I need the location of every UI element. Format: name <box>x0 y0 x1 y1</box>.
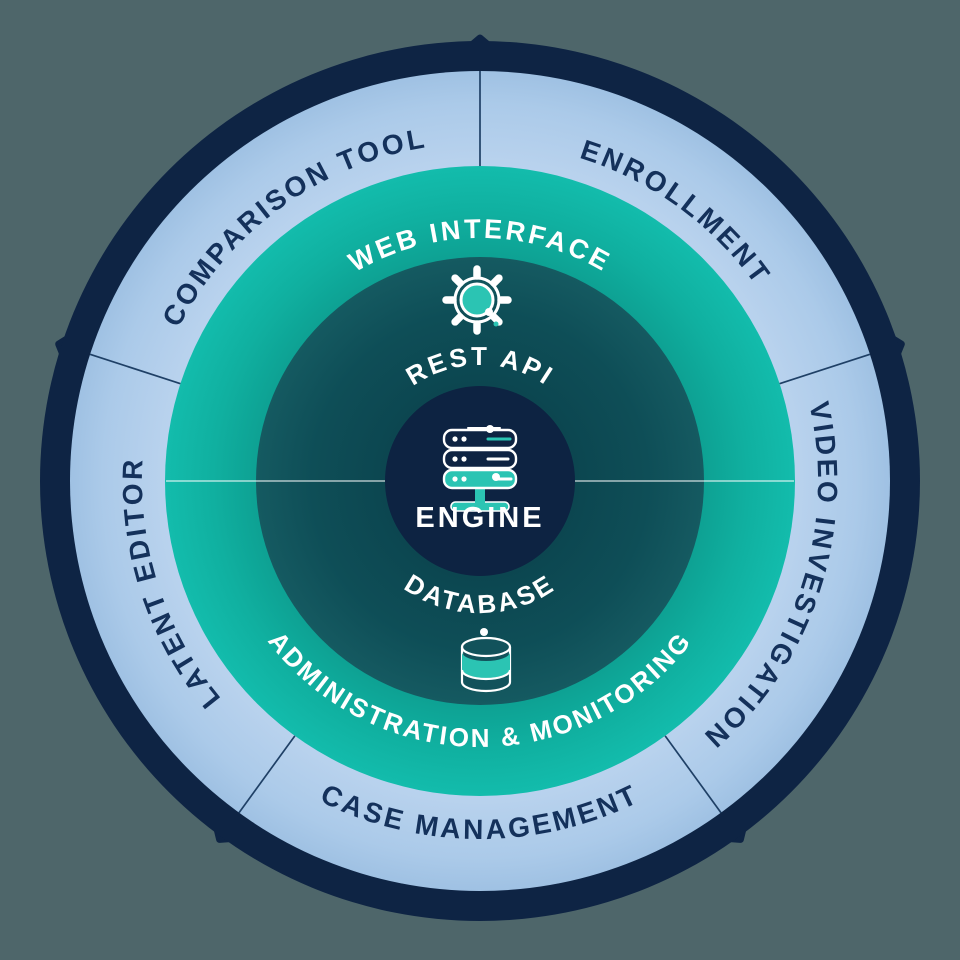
segment-divider <box>238 735 296 814</box>
database-icon <box>460 628 512 693</box>
engine-label: ENGINE <box>415 502 544 534</box>
segment-divider <box>779 353 871 385</box>
segment-dividers <box>89 71 871 814</box>
segment-divider <box>89 353 181 385</box>
server-stack-icon <box>442 425 518 512</box>
gear-icon <box>442 265 512 335</box>
segment-divider <box>664 735 722 814</box>
